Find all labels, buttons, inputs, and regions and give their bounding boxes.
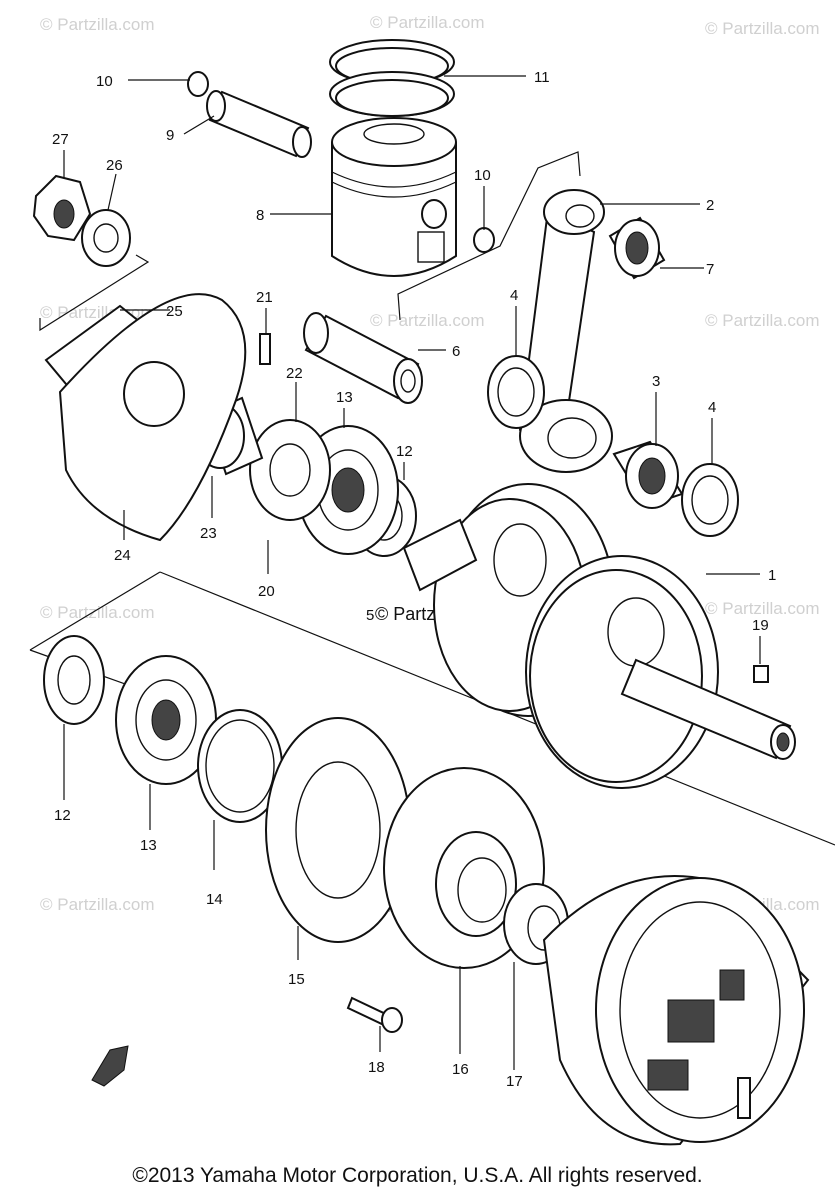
forward-arrow-icon	[91, 1045, 129, 1087]
crankshaft	[402, 483, 796, 789]
label-part-14: 14	[206, 891, 223, 908]
label-part-12: 12	[396, 443, 413, 460]
flywheel-magneto	[542, 875, 810, 1146]
label-part-24: 24	[114, 547, 131, 564]
label-part-23: 23	[200, 525, 217, 542]
mounting-screw	[346, 996, 403, 1033]
label-part-5: 5	[366, 607, 374, 624]
woodruff-key	[753, 665, 769, 683]
label-part-7: 7	[706, 261, 714, 278]
label-part-10: 10	[96, 73, 113, 90]
watermark-text: © Partzilla.com	[370, 311, 485, 330]
watermark-text: © Partzilla.com	[705, 19, 820, 38]
label-part-18: 18	[368, 1059, 385, 1076]
label-part-25: 25	[166, 303, 183, 320]
label-part-2: 2	[706, 197, 714, 214]
label-part-13: 13	[140, 837, 157, 854]
piston	[331, 117, 457, 277]
label-part-15: 15	[288, 971, 305, 988]
primary-gear-plate	[44, 293, 247, 542]
watermark-text: © Partzilla.com	[705, 311, 820, 330]
crank-bearing	[115, 655, 217, 785]
piston-pin-clip	[187, 71, 209, 97]
watermark-text: © Partzilla.com	[705, 599, 820, 618]
label-part-27: 27	[52, 131, 69, 148]
big-end-bearing	[612, 440, 684, 509]
connecting-rod	[518, 189, 613, 473]
label-part-9: 9	[166, 127, 174, 144]
label-part-1: 1	[768, 567, 776, 584]
label-part-17: 17	[506, 1073, 523, 1090]
label-part-19: 19	[752, 617, 769, 634]
label-part-12: 12	[54, 807, 71, 824]
crank-nut	[32, 174, 92, 242]
label-part-11: 11	[534, 69, 550, 86]
label-part-13: 13	[336, 389, 353, 406]
parts	[32, 39, 810, 1146]
label-part-10: 10	[474, 167, 491, 184]
label-part-21: 21	[256, 289, 273, 306]
label-part-26: 26	[106, 157, 123, 174]
small-end-bearing	[608, 216, 666, 280]
label-part-6: 6	[452, 343, 460, 360]
watermark-text: © Partzilla.com	[40, 895, 155, 914]
label-part-22: 22	[286, 365, 303, 382]
label-part-4: 4	[510, 287, 518, 304]
piston-pin	[206, 90, 312, 158]
copyright-notice: ©2013 Yamaha Motor Corporation, U.S.A. A…	[132, 1164, 703, 1187]
piston-pin-clip	[473, 227, 495, 253]
dowel-pin	[259, 333, 271, 365]
watermark-text: © Partzilla.com	[370, 13, 485, 32]
leader-lines	[63, 75, 761, 1070]
crank-pin	[303, 312, 423, 404]
label-part-16: 16	[452, 1061, 469, 1078]
piston-rings	[329, 39, 455, 117]
label-part-3: 3	[652, 373, 660, 390]
label-part-20: 20	[258, 583, 275, 600]
callout-labels: 1 2 3 4 4 5 6 7 8 9 10 10 11 12 12 13 13…	[52, 69, 776, 1090]
label-part-8: 8	[256, 207, 264, 224]
watermark-text: © Partzilla.com	[40, 15, 155, 34]
watermark-text: © Partzilla.com	[40, 603, 155, 622]
label-part-4: 4	[708, 399, 716, 416]
